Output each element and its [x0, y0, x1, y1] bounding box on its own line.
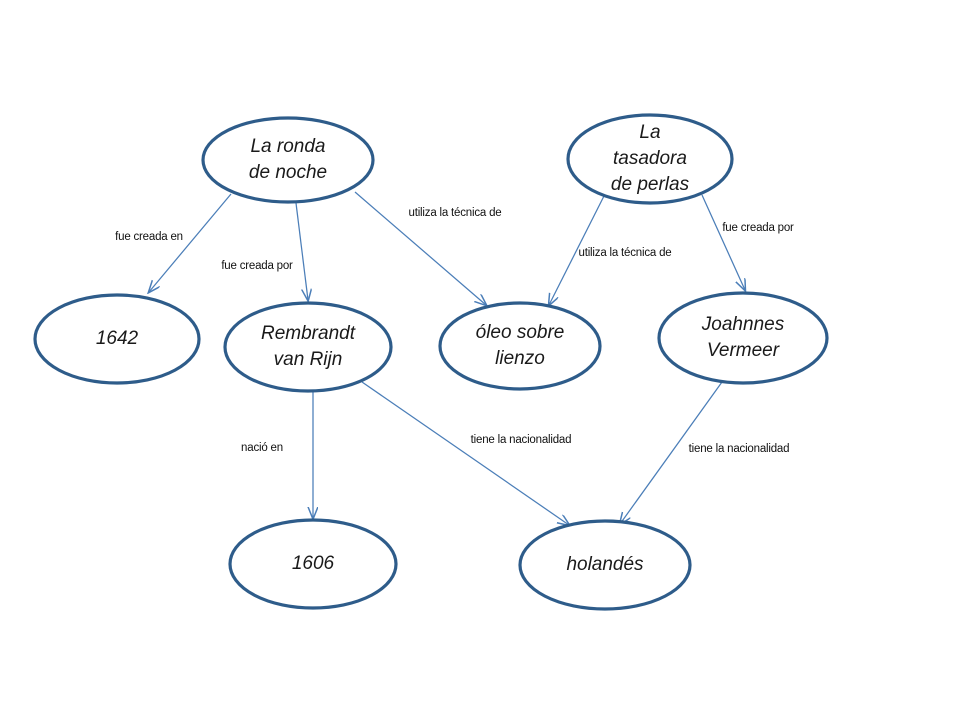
- node-shape-oleo[interactable]: [438, 301, 602, 391]
- node-shape-holandes[interactable]: [518, 519, 692, 611]
- node-label-tasadora: tasadora: [613, 148, 687, 169]
- edge-ronda-oleo[interactable]: [354, 191, 486, 305]
- edges-layer: [149, 191, 745, 525]
- edge-rembrandt-holandes[interactable]: [361, 381, 569, 525]
- node-ronda[interactable]: La ronda de noche: [201, 116, 375, 204]
- node-label-oleo: lienzo: [495, 348, 545, 369]
- edge-tasadora-vermeer[interactable]: [701, 194, 745, 290]
- edge-label-tasadora-oleo: utiliza la técnica de: [579, 247, 672, 259]
- node-shape-anio1642[interactable]: [33, 293, 201, 385]
- node-holandes[interactable]: holandés: [518, 519, 692, 611]
- edge-label-rembrandt-1606: nació en: [241, 442, 283, 454]
- node-oleo[interactable]: óleo sobre lienzo: [438, 301, 602, 391]
- nodes-layer: La ronda de noche La tasadora de perlas 1642 R…: [33, 113, 829, 611]
- edge-label-rembrandt-holandes: tiene la nacionalidad: [471, 434, 572, 446]
- node-label-rembrandt: van Rijn: [274, 349, 343, 370]
- edge-vermeer-holandes[interactable]: [620, 381, 723, 524]
- node-shape-anio1606[interactable]: [228, 518, 398, 610]
- node-shape-rembrandt[interactable]: [223, 301, 393, 393]
- node-label-anio1606: 1606: [292, 553, 335, 574]
- node-shape-vermeer[interactable]: [657, 291, 829, 385]
- node-label-holandes: holandés: [566, 554, 644, 575]
- node-label-tasadora: de perlas: [611, 174, 690, 195]
- node-anio1606[interactable]: 1606: [228, 518, 398, 610]
- node-shape-ronda[interactable]: [201, 116, 375, 204]
- node-tasadora[interactable]: La tasadora de perlas: [566, 113, 734, 205]
- edge-ronda-rembrandt[interactable]: [295, 202, 308, 300]
- node-label-rembrandt: Rembrandt: [261, 323, 356, 344]
- edge-tasadora-oleo[interactable]: [549, 195, 605, 305]
- node-label-tasadora: La: [639, 122, 660, 143]
- node-label-oleo: óleo sobre: [476, 322, 565, 343]
- edge-ronda-1642[interactable]: [149, 193, 232, 292]
- node-shape-tasadora[interactable]: [566, 113, 734, 205]
- edge-label-ronda-1642: fue creada en: [115, 231, 183, 243]
- node-rembrandt[interactable]: Rembrandt van Rijn: [223, 301, 393, 393]
- edge-label-ronda-oleo: utiliza la técnica de: [409, 207, 502, 219]
- node-label-ronda: La ronda: [250, 136, 325, 157]
- node-label-ronda: de noche: [249, 162, 327, 183]
- node-label-vermeer: Vermeer: [707, 340, 780, 361]
- node-anio1642[interactable]: 1642: [33, 293, 201, 385]
- edge-label-ronda-rembrandt: fue creada por: [221, 260, 293, 272]
- node-label-vermeer: Joahnnes: [701, 314, 785, 335]
- edge-label-vermeer-holandes: tiene la nacionalidad: [689, 443, 790, 455]
- edge-labels-layer: fue creada en fue creada por utiliza la té…: [115, 207, 794, 455]
- edge-label-tasadora-vermeer: fue creada por: [722, 222, 794, 234]
- node-label-anio1642: 1642: [96, 328, 139, 349]
